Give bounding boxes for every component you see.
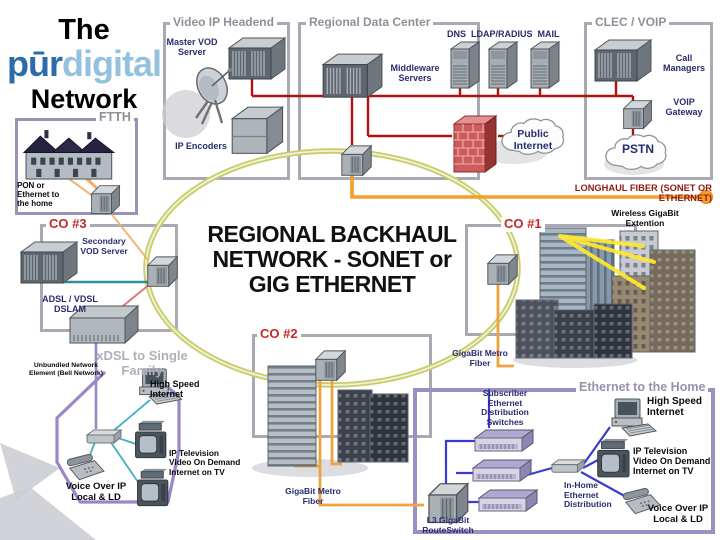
region-label-co1: CO #1	[501, 216, 545, 232]
master-vod-label: Master VOD Server	[166, 37, 218, 58]
dslam-label: ADSL / VDSL DSLAM	[42, 294, 98, 315]
voip-left-label: Voice Over IP Local & LD	[65, 481, 127, 503]
logo-the: The	[58, 14, 110, 46]
logo-network: Network	[30, 84, 138, 114]
ip-encoders-label: IP Encoders	[175, 141, 227, 151]
metro-fiber-co1	[496, 284, 514, 368]
region-label-co3: CO #3	[46, 216, 90, 232]
inhome-ethernet-label: In-Home Ethernet Distribution	[564, 480, 612, 510]
home-hub-left	[86, 429, 122, 444]
subscriber-switches-label: Subscriber Ethernet Distribution Switche…	[481, 388, 529, 427]
pstn-label: PSTN	[621, 142, 654, 156]
ip-encoders-device	[231, 106, 284, 154]
logo-pur: pūr	[7, 43, 63, 84]
ring-switch-top	[341, 145, 372, 176]
backhaul-title: REGIONAL BACKHAUL NETWORK - SONET or GIG…	[172, 222, 492, 297]
ftth-box	[15, 118, 138, 215]
home-tv-right	[597, 438, 630, 478]
ring-switch-co2	[315, 350, 346, 381]
metro-fiber-co2-label: GigaBit Metro Fiber	[285, 486, 341, 506]
home-lan-left	[87, 399, 151, 483]
ldap-radius-server-device	[488, 41, 518, 89]
unbundled-label: Unbundled Network Element (Bell Network)	[28, 362, 104, 377]
voip-right-label: Voice Over IP Local & LD	[647, 503, 709, 525]
home-tv-left-2	[137, 468, 169, 507]
home-tv-left-1	[135, 420, 167, 459]
high-speed-internet-right-label: High Speed Internet	[647, 396, 703, 419]
red-backbone-links	[250, 79, 635, 145]
ring-switch-co1	[487, 254, 518, 285]
subscriber-switch-3	[478, 489, 538, 512]
subscriber-switch-2	[472, 459, 532, 482]
iptv-left-label: IP Television Video On Demand Internet o…	[169, 448, 241, 477]
longhaul-fiber-label: LONGHAUL FIBER (SONET OR ETHERNET)	[574, 183, 712, 204]
secondary-vod-label: Secondary VOD Server	[80, 236, 128, 256]
ftth-switch-device	[91, 185, 120, 215]
co2-buildings	[267, 365, 409, 467]
region-label-co2: CO #2	[257, 326, 301, 342]
dns-ldap-mail-label: DNS LDAP/RADIUS MAIL	[447, 29, 560, 39]
firewall-icon	[453, 115, 497, 173]
l3-routeswitch-label: L3 GigaBit RouteSwitch	[422, 515, 474, 535]
region-label-ftth: FTTH	[96, 110, 134, 124]
public-internet-label: Public Internet	[513, 128, 553, 152]
voip-gateway-label: VOIP Gateway	[665, 97, 703, 118]
secondary-vod-server-device	[20, 241, 78, 284]
longhaul-fiber-line	[350, 174, 713, 204]
logo-digital: digital	[62, 43, 162, 84]
home-hub-right	[551, 459, 585, 473]
metro-fiber-co1-label: GigaBit Metro Fiber	[452, 348, 508, 368]
xdsl-single-family-label: xDSL to Single Family	[96, 348, 188, 378]
high-speed-internet-left-label: High Speed Internet	[150, 379, 200, 400]
logo-brand: pūrdigital	[0, 43, 168, 84]
ftth-houses-icon	[23, 129, 115, 180]
voip-gateway-device	[623, 100, 652, 130]
backhaul-title-line1: REGIONAL BACKHAUL	[207, 221, 457, 247]
mail-server-device	[530, 41, 560, 89]
middleware-servers-device	[322, 53, 383, 98]
home-phone-left	[66, 453, 105, 481]
middleware-label: Middleware Servers	[390, 63, 440, 84]
subscriber-switch-1	[474, 429, 534, 452]
dns-server-device	[450, 41, 480, 89]
dark-metro-buildings	[515, 299, 633, 359]
region-label-video-ip-headend: Video IP Headend	[170, 15, 277, 30]
call-managers-device	[594, 39, 652, 82]
iptv-right-label: IP Television Video On Demand Internet o…	[633, 446, 711, 477]
backhaul-title-line3: GIG ETHERNET	[248, 271, 416, 297]
pon-label: PON or Ethernet to the home	[17, 181, 60, 208]
wireless-gigabit-label: Wireless GigaBit Extention	[611, 208, 679, 228]
ethernet-to-home-box	[413, 388, 715, 534]
call-managers-label: Call Managers	[662, 53, 706, 74]
master-vod-server-device	[228, 37, 286, 80]
region-label-ethernet-to-home: Ethernet to the Home	[576, 380, 709, 394]
region-label-regional-data-center: Regional Data Center	[306, 15, 434, 30]
region-label-clec-voip: CLEC / VOIP	[592, 15, 670, 30]
wireless-beams	[558, 234, 656, 290]
backhaul-title-line2: NETWORK - SONET or	[212, 246, 452, 272]
